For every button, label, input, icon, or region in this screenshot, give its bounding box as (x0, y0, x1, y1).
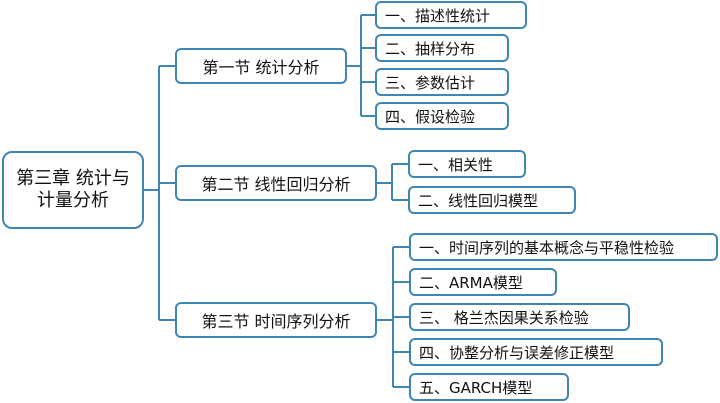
leaf-node-1-3: 三、参数估计 (375, 68, 509, 96)
leaf-node-3-1: 一、时间序列的基本概念与平稳性检验 (409, 233, 718, 261)
connector-section-2-trunk (377, 164, 393, 200)
leaf-label: 二、ARMA模型 (419, 273, 523, 292)
section-node-1: 第一节 统计分析 (175, 48, 347, 84)
leaf-label: 四、协整分析与误差修正模型 (419, 343, 615, 362)
section-label: 第二节 线性回归分析 (201, 175, 351, 194)
leaf-node-3-4: 四、协整分析与误差修正模型 (409, 338, 663, 366)
leaf-node-2-2: 二、线性回归模型 (408, 186, 576, 214)
leaf-label: 四、假设检验 (385, 107, 476, 126)
section-label: 第一节 统计分析 (202, 58, 320, 77)
section-node-2: 第二节 线性回归分析 (175, 165, 377, 201)
leaf-node-3-3: 三、 格兰杰因果关系检验 (409, 303, 630, 331)
root-node: 第三章 统计与计量分析 (2, 151, 144, 229)
leaf-label: 三、参数估计 (385, 73, 476, 92)
connector-section-1-trunk (347, 15, 362, 116)
section-node-3: 第三节 时间序列分析 (175, 302, 377, 338)
leaf-node-1-2: 二、抽样分布 (375, 34, 509, 62)
leaf-label: 二、线性回归模型 (418, 191, 539, 210)
leaf-label: 一、相关性 (418, 155, 494, 174)
leaf-label: 五、GARCH模型 (419, 378, 533, 397)
leaf-node-1-4: 四、假设检验 (375, 102, 509, 130)
section-label: 第三节 时间序列分析 (201, 312, 351, 331)
leaf-node-3-5: 五、GARCH模型 (409, 373, 569, 401)
leaf-label: 一、描述性统计 (385, 6, 491, 25)
leaf-node-2-1: 一、相关性 (408, 150, 526, 178)
connector-root-trunk (144, 66, 160, 320)
leaf-node-3-2: 二、ARMA模型 (409, 268, 557, 296)
connector-section-3-trunk (377, 247, 394, 387)
root-label: 第三章 统计与计量分析 (16, 168, 130, 211)
leaf-node-1-1: 一、描述性统计 (375, 1, 527, 29)
leaf-label: 二、抽样分布 (385, 39, 476, 58)
leaf-label: 一、时间序列的基本概念与平稳性检验 (419, 238, 675, 257)
leaf-label: 三、 格兰杰因果关系检验 (419, 308, 589, 327)
